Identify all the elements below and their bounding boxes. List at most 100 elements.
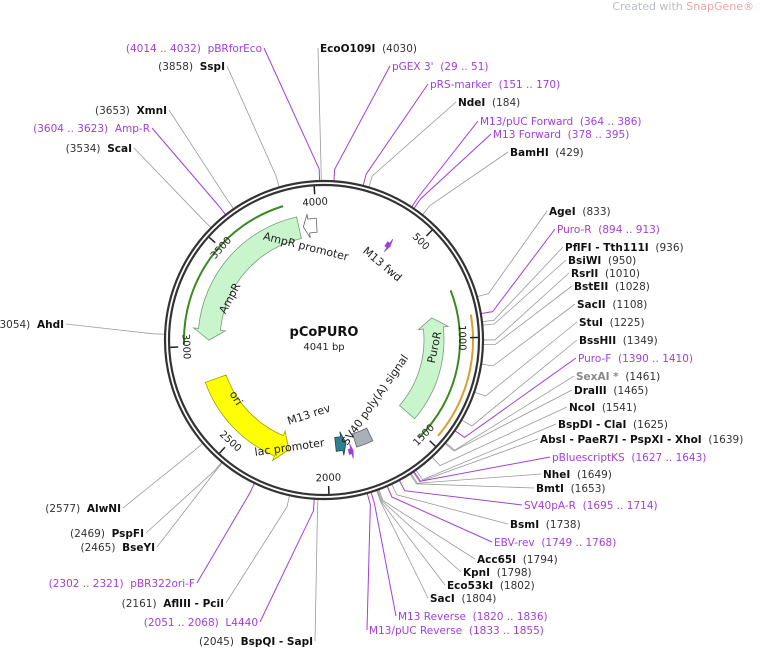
- feature-ampr-promoter[interactable]: [302, 214, 318, 239]
- site-label-m13-puc-reverse[interactable]: M13/pUC Reverse (1833 .. 1855): [369, 625, 544, 637]
- site-label-text[interactable]: (2045) BspQI - SapI: [199, 636, 313, 648]
- site-label-ebv-rev[interactable]: EBV-rev (1749 .. 1768): [494, 537, 616, 549]
- site-label-text[interactable]: (2469) PspFI: [70, 528, 144, 540]
- site-label-puro-r[interactable]: Puro-R (894 .. 913): [557, 224, 660, 236]
- site-label-text[interactable]: Eco53kI (1802): [447, 580, 535, 592]
- site-label-pbluescriptks[interactable]: pBluescriptKS (1627 .. 1643): [552, 452, 706, 464]
- site-label-scai[interactable]: (3534) ScaI: [66, 143, 132, 155]
- site-label-text[interactable]: NdeI (184): [458, 97, 520, 109]
- site-label-text[interactable]: BssHII (1349): [579, 335, 658, 347]
- site-label-alwni[interactable]: (2577) AlwNI: [45, 503, 121, 515]
- site-label-text[interactable]: RsrII (1010): [571, 268, 640, 280]
- site-label-text[interactable]: SacII (1108): [577, 299, 647, 311]
- site-label-pspfi[interactable]: (2469) PspFI: [70, 528, 144, 540]
- site-label-afliii-pcii[interactable]: (2161) AflIII - PciI: [122, 598, 224, 610]
- site-label-text[interactable]: SV40pA-R (1695 .. 1714): [524, 500, 658, 512]
- site-label-text[interactable]: (3054) AhdI: [0, 319, 64, 331]
- site-label-text[interactable]: (2577) AlwNI: [45, 503, 121, 515]
- site-label-bsshii[interactable]: BssHII (1349): [579, 335, 658, 347]
- site-label-text[interactable]: Puro-R (894 .. 913): [557, 224, 660, 236]
- site-label-bmti[interactable]: BmtI (1653): [536, 483, 605, 495]
- site-label-bsiwi[interactable]: BsiWI (950): [568, 255, 636, 267]
- site-label-m13-forward[interactable]: M13 Forward (378 .. 395): [493, 129, 629, 141]
- site-label-pbrforeco[interactable]: (4014 .. 4032) pBRforEco: [126, 43, 262, 55]
- site-label-text[interactable]: NheI (1649): [543, 469, 612, 481]
- site-label-bseyi[interactable]: (2465) BseYI: [81, 542, 156, 554]
- feature-sv40-poly-a-signal[interactable]: [352, 427, 374, 448]
- site-label-text[interactable]: pBluescriptKS (1627 .. 1643): [552, 452, 706, 464]
- site-label-text[interactable]: BsmI (1738): [510, 519, 581, 531]
- site-label-text[interactable]: (3534) ScaI: [66, 143, 132, 155]
- site-label-text[interactable]: DraIII (1465): [574, 385, 648, 397]
- site-label-ecoo109i[interactable]: EcoO109I (4030): [320, 43, 417, 55]
- site-label-text[interactable]: BsiWI (950): [568, 255, 636, 267]
- site-label-prs-marker[interactable]: pRS-marker (151 .. 170): [430, 79, 560, 91]
- site-label-bamhi[interactable]: BamHI (429): [510, 147, 584, 159]
- site-label-text[interactable]: pRS-marker (151 .. 170): [430, 79, 560, 91]
- site-label-text[interactable]: M13/pUC Reverse (1833 .. 1855): [369, 625, 544, 637]
- site-label-puro-f[interactable]: Puro-F (1390 .. 1410): [578, 353, 693, 365]
- site-label-text[interactable]: (2465) BseYI: [81, 542, 156, 554]
- site-label-acc65i[interactable]: Acc65I (1794): [477, 554, 558, 566]
- feature-puror[interactable]: [398, 317, 450, 420]
- site-label-text[interactable]: SexAI * (1461): [576, 371, 660, 383]
- site-label-text[interactable]: AgeI (833): [549, 206, 611, 218]
- site-label-ndei[interactable]: NdeI (184): [458, 97, 520, 109]
- site-label-sacii[interactable]: SacII (1108): [577, 299, 647, 311]
- site-label-bspdi-clai[interactable]: BspDI - ClaI (1625): [558, 419, 668, 431]
- site-label-bspqi-sapi[interactable]: (2045) BspQI - SapI: [199, 636, 313, 648]
- site-label-text[interactable]: NcoI (1541): [569, 402, 637, 414]
- site-label-text[interactable]: (2051 .. 2068) L4440: [144, 617, 258, 629]
- site-label-text[interactable]: EcoO109I (4030): [320, 43, 417, 55]
- site-label-text[interactable]: PflFI - Tth111I (936): [565, 242, 684, 254]
- feature-ampr[interactable]: [192, 216, 302, 341]
- site-label-pflfi-tth111i[interactable]: PflFI - Tth111I (936): [565, 242, 684, 254]
- site-label-text[interactable]: M13 Forward (378 .. 395): [493, 129, 629, 141]
- site-label-m13-reverse[interactable]: M13 Reverse (1820 .. 1836): [398, 611, 548, 623]
- site-label-text[interactable]: StuI (1225): [579, 317, 645, 329]
- site-label-sv40pa-r[interactable]: SV40pA-R (1695 .. 1714): [524, 500, 658, 512]
- site-label-text[interactable]: BstEII (1028): [574, 281, 650, 293]
- site-label-text[interactable]: Acc65I (1794): [477, 554, 558, 566]
- site-label-xmni[interactable]: (3653) XmnI: [95, 105, 167, 117]
- site-label-text[interactable]: KpnI (1798): [463, 567, 532, 579]
- site-label-text[interactable]: M13/pUC Forward (364 .. 386): [480, 116, 642, 128]
- site-label-ahdi[interactable]: (3054) AhdI: [0, 319, 64, 331]
- site-label-m13-puc-forward[interactable]: M13/pUC Forward (364 .. 386): [480, 116, 642, 128]
- feature-m13-rev[interactable]: [347, 443, 354, 459]
- site-label-draiii[interactable]: DraIII (1465): [574, 385, 648, 397]
- site-label-text[interactable]: (4014 .. 4032) pBRforEco: [126, 43, 262, 55]
- site-label-sspi[interactable]: (3858) SspI: [158, 61, 225, 73]
- site-label-bsteii[interactable]: BstEII (1028): [574, 281, 650, 293]
- site-label-pbr322ori-f[interactable]: (2302 .. 2321) pBR322ori-F: [49, 578, 195, 590]
- site-label-text[interactable]: pGEX 3' (29 .. 51): [392, 61, 489, 73]
- feature-ori[interactable]: [204, 374, 290, 462]
- site-label-text[interactable]: (3858) SspI: [158, 61, 225, 73]
- site-label-ncoi[interactable]: NcoI (1541): [569, 402, 637, 414]
- site-label-absi-paer7i-pspxi-xhoi[interactable]: AbsI - PaeR7I - PspXI - XhoI (1639): [540, 434, 743, 446]
- feature-lac-promoter[interactable]: [334, 431, 347, 456]
- site-label-text[interactable]: (3604 .. 3623) Amp-R: [33, 123, 150, 135]
- site-label-text[interactable]: M13 Reverse (1820 .. 1836): [398, 611, 548, 623]
- site-label-sexai-[interactable]: SexAI * (1461): [576, 371, 660, 383]
- site-label-text[interactable]: EBV-rev (1749 .. 1768): [494, 537, 616, 549]
- site-label-eco53ki[interactable]: Eco53kI (1802): [447, 580, 535, 592]
- site-label-agei[interactable]: AgeI (833): [549, 206, 611, 218]
- site-label-text[interactable]: (3653) XmnI: [95, 105, 167, 117]
- feature-m13-fwd[interactable]: [383, 238, 394, 252]
- site-label-text[interactable]: AbsI - PaeR7I - PspXI - XhoI (1639): [540, 434, 743, 446]
- site-label-text[interactable]: (2302 .. 2321) pBR322ori-F: [49, 578, 195, 590]
- site-label-nhei[interactable]: NheI (1649): [543, 469, 612, 481]
- site-label-text[interactable]: Puro-F (1390 .. 1410): [578, 353, 693, 365]
- site-label-kpni[interactable]: KpnI (1798): [463, 567, 532, 579]
- site-label-pgex-3-[interactable]: pGEX 3' (29 .. 51): [392, 61, 489, 73]
- site-label-saci[interactable]: SacI (1804): [430, 593, 496, 605]
- site-label-text[interactable]: BamHI (429): [510, 147, 584, 159]
- site-label-amp-r[interactable]: (3604 .. 3623) Amp-R: [33, 123, 150, 135]
- site-label-text[interactable]: BspDI - ClaI (1625): [558, 419, 668, 431]
- site-label-text[interactable]: BmtI (1653): [536, 483, 605, 495]
- site-label-bsmi[interactable]: BsmI (1738): [510, 519, 581, 531]
- site-label-text[interactable]: (2161) AflIII - PciI: [122, 598, 224, 610]
- site-label-l4440[interactable]: (2051 .. 2068) L4440: [144, 617, 258, 629]
- site-label-stui[interactable]: StuI (1225): [579, 317, 645, 329]
